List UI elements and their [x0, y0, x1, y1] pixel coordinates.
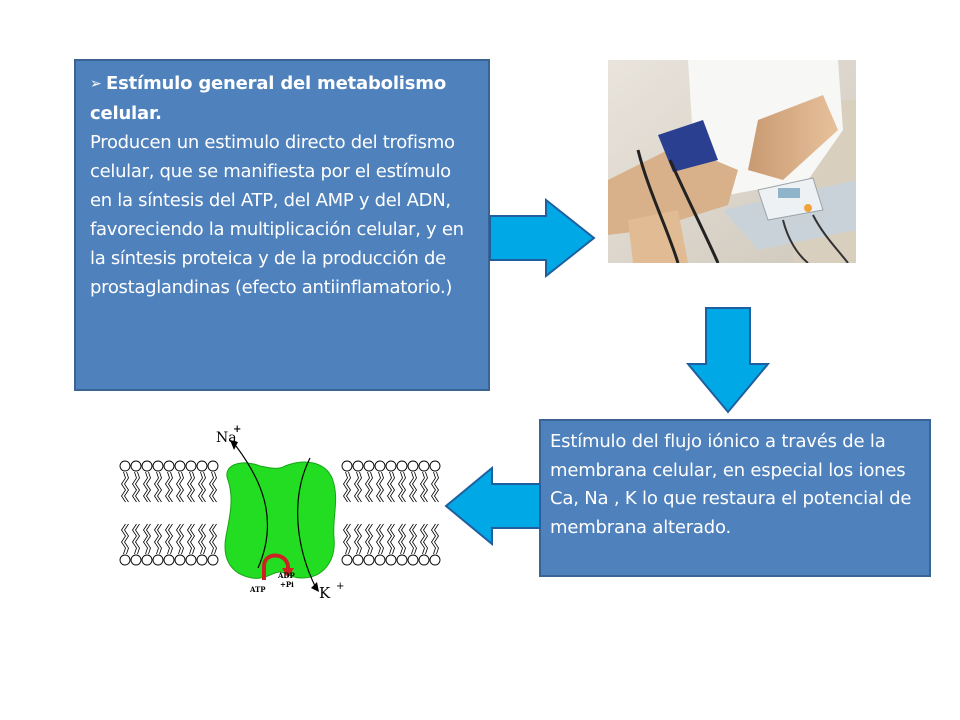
- lipid-head: [130, 554, 142, 566]
- lipid-head: [352, 554, 364, 566]
- ion-channel-protein: [224, 461, 337, 579]
- lipid-head: [130, 460, 142, 472]
- lipid-tail: [187, 523, 195, 555]
- lipid-tail: [343, 523, 351, 555]
- lipid-head: [185, 554, 197, 566]
- lipid-head: [407, 460, 419, 472]
- lipid-head: [418, 460, 430, 472]
- lipid-tail: [154, 523, 162, 555]
- ionic-flow-text: Estímulo del flujo iónico a través de la…: [550, 431, 912, 538]
- lipid-tail: [132, 523, 140, 555]
- na-label: Na: [216, 430, 237, 446]
- lipid-head: [429, 554, 441, 566]
- lipid-tail: [143, 471, 151, 503]
- lipid-head: [374, 554, 386, 566]
- lipid-head: [341, 554, 353, 566]
- na-arrowhead-icon: [230, 440, 238, 450]
- lipid-head: [152, 554, 164, 566]
- electrotherapy-photo: [608, 60, 856, 263]
- lipid-tail: [365, 471, 373, 503]
- lipid-head: [163, 460, 175, 472]
- lipid-head: [163, 554, 175, 566]
- lipid-head: [418, 554, 430, 566]
- down-arrow-icon: [686, 307, 770, 414]
- lipid-tail: [343, 471, 351, 503]
- lipid-head: [385, 460, 397, 472]
- left-arrow-icon: [444, 466, 541, 546]
- na-transport-arrow: [235, 445, 269, 569]
- adp-label: ADP: [277, 571, 296, 580]
- lipid-bilayer: [119, 460, 441, 566]
- lipid-tail: [165, 471, 173, 503]
- metabolism-text-box: ➢Estímulo general del metabolismo celula…: [74, 59, 490, 391]
- lipid-tail: [409, 523, 417, 555]
- lipid-tail: [387, 471, 395, 503]
- lipid-head: [396, 460, 408, 472]
- lipid-head: [174, 554, 186, 566]
- lipid-head: [119, 460, 131, 472]
- pi-label: +Pi: [280, 580, 294, 589]
- k-charge-label: +: [336, 581, 344, 592]
- right-arrow-icon: [489, 198, 596, 278]
- lipid-head: [385, 554, 397, 566]
- membrane-ion-pump-diagram: Na + K + ATP ADP +Pi: [119, 424, 441, 602]
- lipid-head: [185, 460, 197, 472]
- lipid-tail: [121, 523, 129, 555]
- lipid-tail: [165, 523, 173, 555]
- atp-label: ATP: [249, 585, 266, 594]
- lipid-head: [152, 460, 164, 472]
- lipid-head: [396, 554, 408, 566]
- lipid-tail: [420, 471, 428, 503]
- lipid-head: [207, 460, 219, 472]
- lipid-tail: [387, 523, 395, 555]
- lipid-head: [429, 460, 441, 472]
- lipid-tail: [398, 523, 406, 555]
- lipid-head: [141, 554, 153, 566]
- lipid-tail: [209, 471, 217, 503]
- lipid-tail: [354, 523, 362, 555]
- lipid-tail: [198, 471, 206, 503]
- lipid-head: [352, 460, 364, 472]
- na-charge-label: +: [233, 424, 241, 435]
- lipid-head: [196, 460, 208, 472]
- atp-hydrolysis-arrow-icon: [262, 553, 290, 580]
- lipid-tail: [409, 471, 417, 503]
- k-arrowhead-icon: [311, 582, 319, 592]
- lipid-head: [363, 554, 375, 566]
- lipid-head: [141, 460, 153, 472]
- lipid-head: [196, 554, 208, 566]
- lipid-tail: [376, 523, 384, 555]
- lipid-tail: [376, 471, 384, 503]
- lipid-tail: [431, 471, 439, 503]
- ionic-flow-text-box: Estímulo del flujo iónico a través de la…: [539, 419, 931, 577]
- metabolism-heading: ➢Estímulo general del metabolismo celula…: [90, 69, 478, 128]
- lipid-tail: [176, 471, 184, 503]
- lipid-head: [119, 554, 131, 566]
- lipid-tail: [431, 523, 439, 555]
- lipid-tail: [143, 523, 151, 555]
- lipid-tail: [154, 471, 162, 503]
- atp-arrowhead-icon: [282, 568, 294, 578]
- arrow-bullet-icon: ➢: [90, 76, 102, 92]
- lipid-tail: [132, 471, 140, 503]
- metabolism-heading-text: Estímulo general del metabolismo celular…: [90, 73, 447, 124]
- lipid-tail: [354, 471, 362, 503]
- lipid-tail: [176, 523, 184, 555]
- metabolism-body: Producen un estimulo directo del trofism…: [90, 132, 464, 298]
- lipid-tail: [365, 523, 373, 555]
- lipid-head: [407, 554, 419, 566]
- lipid-head: [341, 460, 353, 472]
- lipid-tail: [420, 523, 428, 555]
- lipid-tail: [198, 523, 206, 555]
- k-transport-arrow: [297, 457, 317, 589]
- lipid-tail: [398, 471, 406, 503]
- lipid-head: [207, 554, 219, 566]
- lipid-head: [374, 460, 386, 472]
- k-label: K: [319, 584, 331, 602]
- lipid-head: [174, 460, 186, 472]
- lipid-tail: [187, 471, 195, 503]
- lipid-head: [363, 460, 375, 472]
- lipid-tail: [121, 471, 129, 503]
- lipid-tail: [209, 523, 217, 555]
